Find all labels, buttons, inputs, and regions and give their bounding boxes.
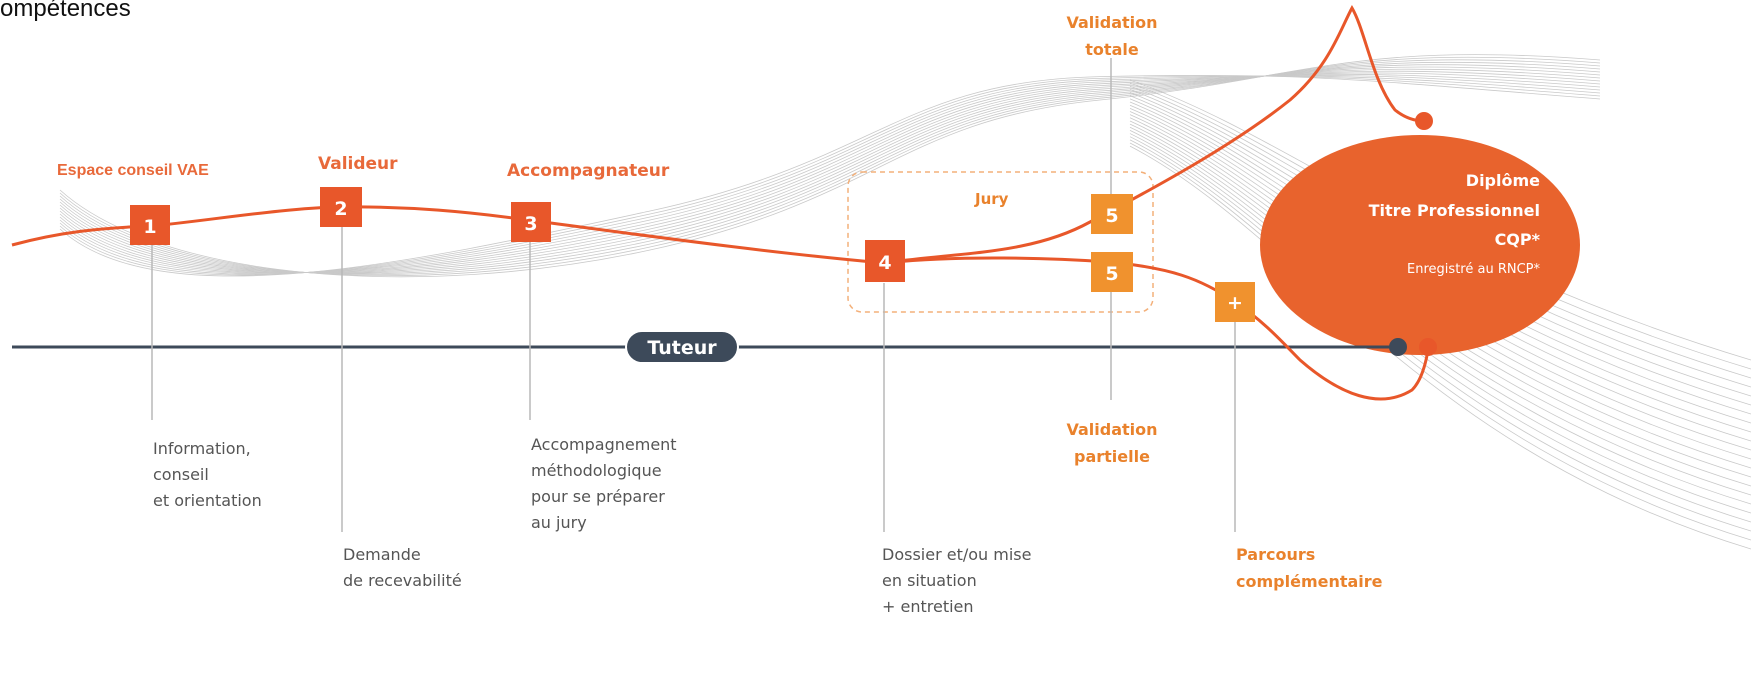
step-4-description-line-2: en situation [882,571,977,590]
connector-lines [151,58,1236,532]
validation-totale-line-1: Validation [1066,13,1157,32]
step-1-description-line-1: Information, [153,439,251,458]
step-box-4: 4 [865,240,905,282]
step-4-description-line-3: + entretien [882,597,974,616]
validation-partielle-number: 5 [1105,263,1118,285]
role-label-3: Accompagnateur [507,161,670,181]
validation-partielle-box: 5 [1091,252,1133,292]
step-box-1: 1 [130,205,170,245]
validation-totale-line-2: totale [1085,40,1139,59]
jury-box [847,171,1154,313]
validation-totale-box: 5 [1091,194,1133,234]
step-1-description-line-2: conseil [153,465,209,484]
step-3-description-line-1: Accompagnement [531,435,677,454]
role-label-1: Espace conseil VAE [57,162,209,179]
jury-label: Jury [974,190,1009,208]
step-4-description-line-1: Dossier et/ou mise [882,545,1031,564]
step-number-3: 3 [524,213,537,235]
step-3-description-line-3: pour se préparer [531,487,665,506]
parcours-line-1: Parcours [1236,545,1315,564]
step-2-description-line-1: Demande [343,545,421,564]
diploma-top-dot [1415,112,1433,130]
parcours-symbol: + [1227,292,1243,314]
step-box-2: 2 [320,187,362,227]
total-validation-path [883,4,1425,265]
main-journey-path [11,205,885,265]
diploma-line-2: Titre Professionnel [1369,201,1540,220]
parcours-box: + [1215,282,1255,322]
tuteur-label: Tuteur [647,337,717,359]
step-2-description-line-2: de recevabilité [343,571,462,590]
validation-partielle-line-1: Validation [1066,420,1157,439]
diploma-bottom-dot [1419,338,1437,356]
parcours-line-2: complémentaire [1236,572,1383,591]
tuteur-end-dot [1389,338,1407,356]
diploma-subline: Enregistré au RNCP* [1407,262,1540,277]
role-label-2: Valideur [318,154,398,174]
wave-line [59,74,1601,277]
diploma-ellipse [1260,135,1580,355]
diploma-line-3: CQP* [1495,230,1541,249]
step-number-2: 2 [334,198,347,220]
step-number-4: 4 [878,252,891,274]
header-title-fragment: ompétences [0,0,131,22]
validation-partielle-line-2: partielle [1074,447,1150,466]
diploma-line-1: Diplôme [1466,171,1540,190]
step-box-3: 3 [511,202,551,242]
validation-totale-number: 5 [1105,205,1118,227]
step-3-description-line-2: méthodologique [531,461,662,480]
step-3-description-line-4: au jury [531,513,587,532]
step-number-1: 1 [143,216,156,238]
step-1-description-line-3: et orientation [153,491,262,510]
tuteur-badge: Tuteur [625,330,739,364]
